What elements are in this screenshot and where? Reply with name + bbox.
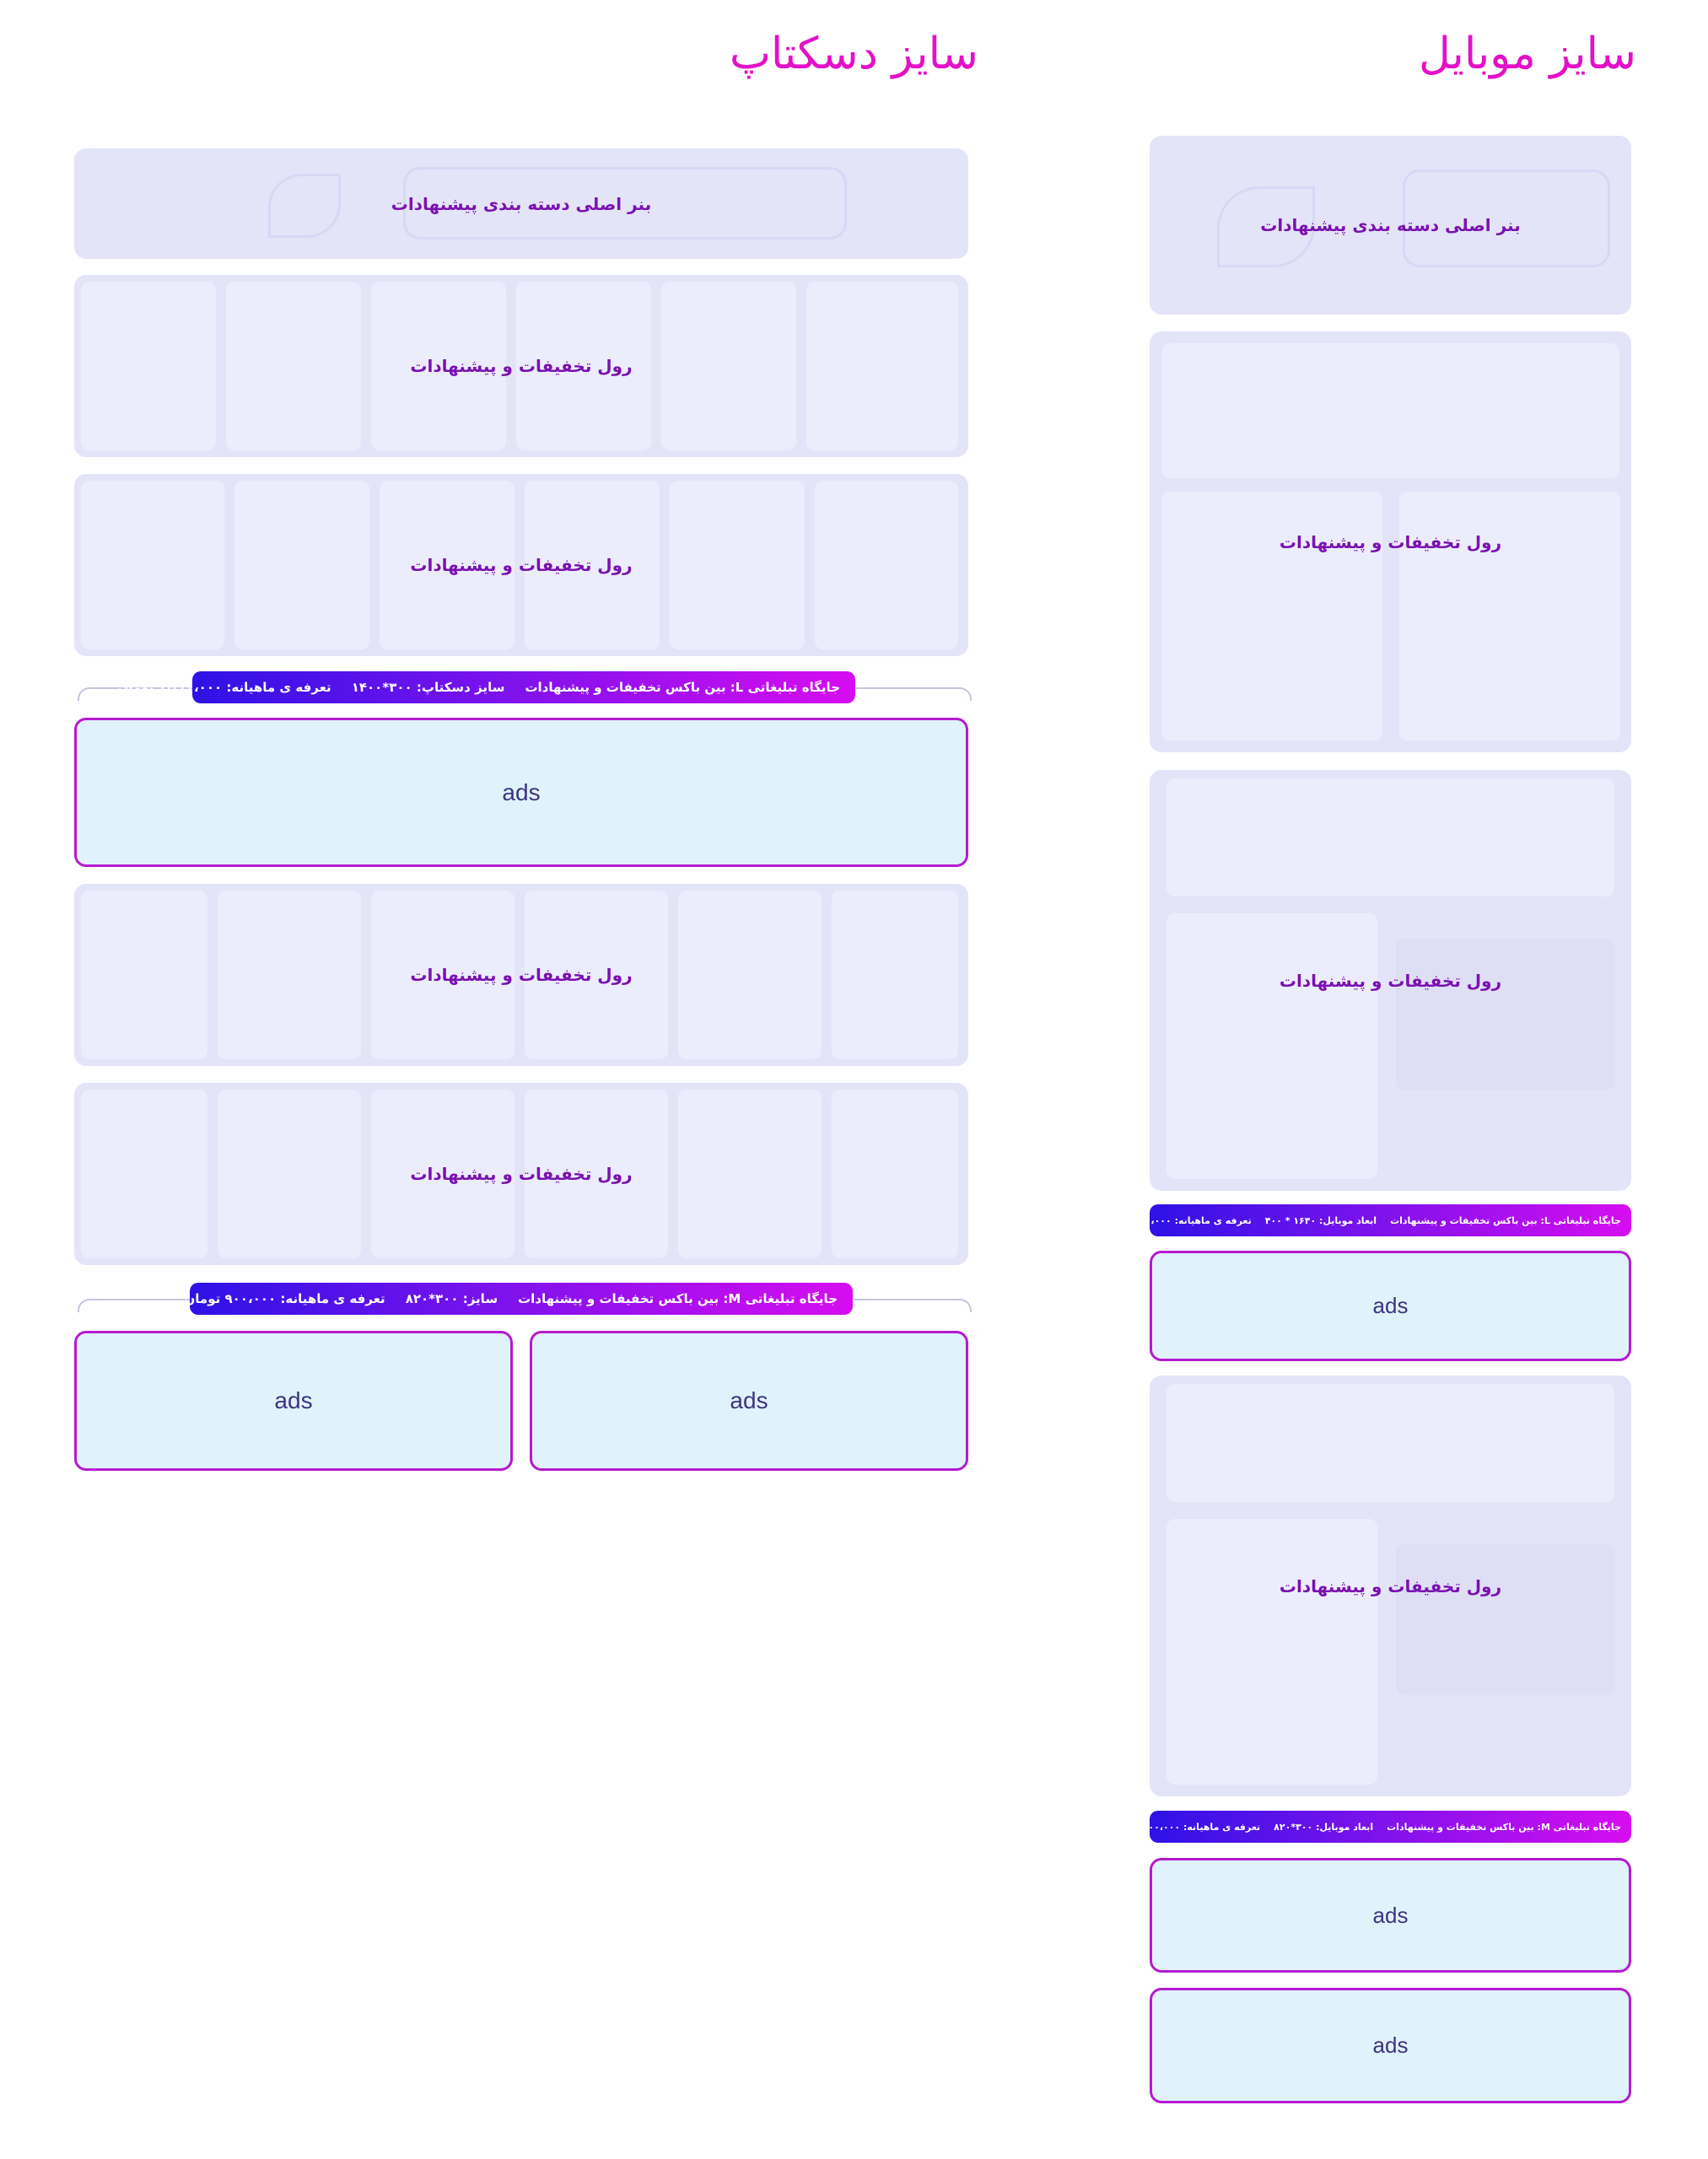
- mobile-badge-m-price: تعرفه ی ماهیانه: ۹۰۰،۰۰۰ تومان: [1113, 1821, 1261, 1833]
- desktop-badge-l-size: سایز دسکتاپ: ۳۰۰*۱۴۰۰: [351, 680, 505, 695]
- mobile-main-banner-label: بنر اصلی دسته بندی پیشنهادات: [1260, 215, 1521, 235]
- mobile-offers-roll-1-label: رول تخفیفات و پیشنهادات: [1279, 531, 1502, 552]
- desktop-offers-roll-3-label: رول تخفیفات و پیشنهادات: [410, 965, 633, 985]
- desktop-ad-slot-m-right-label: ads: [730, 1387, 768, 1413]
- desktop-badge-m-bracket-right: [854, 1299, 972, 1312]
- mobile-offers-roll-3-label: رول تخفیفات و پیشنهادات: [1279, 1575, 1502, 1596]
- desktop-main-banner[interactable]: بنر اصلی دسته بندی پیشنهادات: [74, 148, 968, 259]
- desktop-offers-roll-4[interactable]: رول تخفیفات و پیشنهادات: [74, 1083, 968, 1265]
- desktop-badge-l-title: جایگاه تبلیغاتی L: بین باکس تخفیفات و پی…: [525, 680, 840, 695]
- mobile-main-banner[interactable]: بنر اصلی دسته بندی پیشنهادات: [1150, 136, 1631, 315]
- desktop-offers-roll-4-label: رول تخفیفات و پیشنهادات: [410, 1164, 633, 1184]
- mobile-offers-roll-2-label: رول تخفیفات و پیشنهادات: [1279, 970, 1502, 991]
- mobile-offers-roll-2[interactable]: رول تخفیفات و پیشنهادات: [1150, 770, 1631, 1191]
- desktop-ad-slot-m-left-label: ads: [274, 1387, 313, 1413]
- desktop-badge-m-bracket-left: [78, 1299, 191, 1312]
- mobile-ad-slot-l[interactable]: ads: [1150, 1251, 1631, 1361]
- mobile-ad-slot-m-1-label: ads: [1372, 1902, 1409, 1928]
- mobile-badge-m-size: ابعاد موبایل: ۳۰۰*۸۲۰: [1274, 1821, 1374, 1833]
- mobile-ad-slot-m-1[interactable]: ads: [1150, 1858, 1631, 1973]
- mobile-ad-slot-m-2[interactable]: ads: [1150, 1988, 1631, 2103]
- mobile-offers-roll-1[interactable]: رول تخفیفات و پیشنهادات: [1150, 331, 1631, 752]
- desktop-main-banner-label: بنر اصلی دسته بندی پیشنهادات: [391, 193, 652, 214]
- mobile-ad-slot-l-badge: جایگاه تبلیغاتی L: بین باکس تخفیفات و پی…: [1095, 1204, 1631, 1236]
- mobile-badge-l-size: ابعاد موبایل: ۱۶۴۰ * ۴۰۰: [1264, 1214, 1377, 1226]
- desktop-ad-slot-m-left[interactable]: ads: [74, 1331, 513, 1471]
- mobile-badge-m-title: جایگاه تبلیغاتی M: بین باکس تخفیفات و پی…: [1387, 1821, 1621, 1833]
- mobile-ad-slot-m-badge: جایگاه تبلیغاتی M: بین باکس تخفیفات و پی…: [1113, 1811, 1631, 1843]
- desktop-ad-slot-m-badge: جایگاه تبلیغاتی M: بین باکس تخفیفات و پی…: [185, 1283, 853, 1315]
- mobile-badge-l-title: جایگاه تبلیغاتی L: بین باکس تخفیفات و پی…: [1390, 1214, 1621, 1226]
- desktop-ad-slot-l-badge: جایگاه تبلیغاتی L: بین باکس تخفیفات و پی…: [118, 671, 855, 703]
- desktop-offers-roll-2[interactable]: رول تخفیفات و پیشنهادات: [74, 474, 968, 656]
- desktop-ad-slot-l-label: ads: [502, 778, 541, 805]
- desktop-offers-roll-2-label: رول تخفیفات و پیشنهادات: [410, 555, 633, 575]
- mobile-offers-roll-3[interactable]: رول تخفیفات و پیشنهادات: [1150, 1376, 1631, 1796]
- desktop-ad-slot-l[interactable]: ads: [74, 718, 968, 867]
- desktop-badge-m-size: سایز: ۳۰۰*۸۲۰: [405, 1291, 498, 1306]
- mobile-size-heading: سایز موبایل: [1419, 29, 1636, 79]
- desktop-ad-slot-m-right[interactable]: ads: [530, 1331, 968, 1471]
- desktop-badge-l-bracket-left: [78, 687, 193, 701]
- desktop-badge-l-price: تعرفه ی ماهیانه: ۱،۰۰۰،۰۰۰ تومان: [117, 680, 331, 695]
- desktop-badge-l-bracket-right: [856, 687, 972, 701]
- desktop-badge-m-title: جایگاه تبلیغاتی M: بین باکس تخفیفات و پی…: [518, 1291, 838, 1306]
- desktop-offers-roll-1-label: رول تخفیفات و پیشنهادات: [410, 356, 633, 376]
- desktop-badge-m-price: تعرفه ی ماهیانه: ۹۰۰،۰۰۰ تومان: [184, 1291, 385, 1306]
- desktop-offers-roll-3[interactable]: رول تخفیفات و پیشنهادات: [74, 884, 968, 1066]
- mobile-badge-l-price: تعرفه ی ماهیانه: ۱،۰۰۰،۰۰۰ تومان: [1095, 1214, 1252, 1226]
- desktop-offers-roll-1[interactable]: رول تخفیفات و پیشنهادات: [74, 275, 968, 457]
- desktop-size-heading: سایز دسکتاپ: [729, 29, 978, 79]
- mobile-ad-slot-l-label: ads: [1372, 1293, 1409, 1318]
- mobile-ad-slot-m-2-label: ads: [1372, 2032, 1409, 2058]
